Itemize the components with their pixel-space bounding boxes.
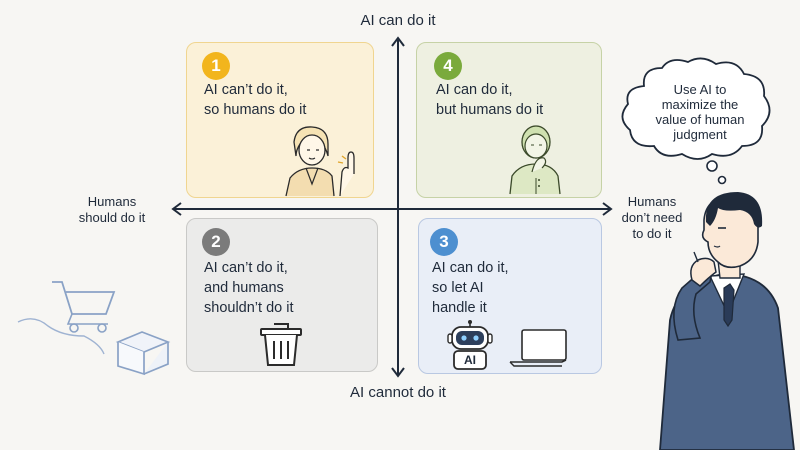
- axis-label-right-line2: don’t need: [621, 210, 683, 225]
- axis-arrow-right: [602, 202, 613, 216]
- quadrant-2-text: AI can’t do it, and humans shouldn’t do …: [204, 258, 293, 318]
- trash-can-icon: [260, 323, 302, 366]
- axis-arrow-left: [171, 202, 182, 216]
- quadrant-4-line2: but humans do it: [436, 102, 544, 118]
- axis-label-right-line3: to do it: [632, 226, 672, 241]
- quadrant-3-line1: AI can do it,: [432, 260, 509, 276]
- quadrant-3-text: AI can do it, so let AI handle it: [432, 258, 509, 318]
- thought-bubble: [621, 57, 771, 185]
- quadrant-1-line1: AI can’t do it,: [204, 82, 288, 98]
- thought-bubble-text: Use AI to maximize the value of human ju…: [632, 82, 768, 142]
- quadrant-1-line2: so humans do it: [204, 102, 307, 118]
- robot-icon: [447, 320, 493, 370]
- shopping-cart-icon: [17, 281, 116, 355]
- quadrant-1-text: AI can’t do it, so humans do it: [204, 80, 306, 120]
- quadrant-1-badge: 1: [202, 52, 230, 80]
- axis-label-bottom: AI cannot do it: [350, 384, 446, 401]
- quadrant-2-badge: 2: [202, 228, 230, 256]
- thought-line3: value of human: [655, 112, 745, 127]
- quadrant-4-line1: AI can do it,: [436, 82, 513, 98]
- woman-pointing-icon: [285, 126, 355, 197]
- axis-label-top: AI can do it: [360, 12, 436, 29]
- quadrant-2-line3: shouldn’t do it: [204, 300, 294, 316]
- quadrant-4-text: AI can do it, but humans do it: [436, 80, 543, 120]
- axis-label-right: Humans don’t need to do it: [612, 194, 692, 242]
- thought-line1: Use AI to: [673, 82, 727, 97]
- thought-line4: judgment: [673, 127, 727, 142]
- box-icon: [115, 331, 171, 376]
- quadrant-4-badge: 4: [434, 52, 462, 80]
- thought-line2: maximize the: [661, 97, 739, 112]
- quadrant-3-line3: handle it: [432, 300, 487, 316]
- thinking-person-icon: [509, 125, 561, 195]
- quadrant-3-line2: so let AI: [432, 280, 484, 296]
- axis-label-right-line1: Humans: [627, 194, 677, 209]
- axis-arrow-down: [391, 367, 405, 378]
- axis-label-left-line1: Humans: [87, 194, 137, 209]
- axis-arrow-up: [391, 36, 405, 47]
- laptop-icon: [509, 329, 567, 367]
- axis-label-left-line2: should do it: [78, 210, 146, 225]
- robot-label: AI: [464, 353, 476, 367]
- axis-label-left: Humans should do it: [62, 194, 162, 226]
- quadrant-2-line1: AI can’t do it,: [204, 260, 288, 276]
- businessman-thinking-icon: [659, 192, 795, 450]
- quadrant-3-badge: 3: [430, 228, 458, 256]
- quadrant-2-line2: and humans: [204, 280, 284, 296]
